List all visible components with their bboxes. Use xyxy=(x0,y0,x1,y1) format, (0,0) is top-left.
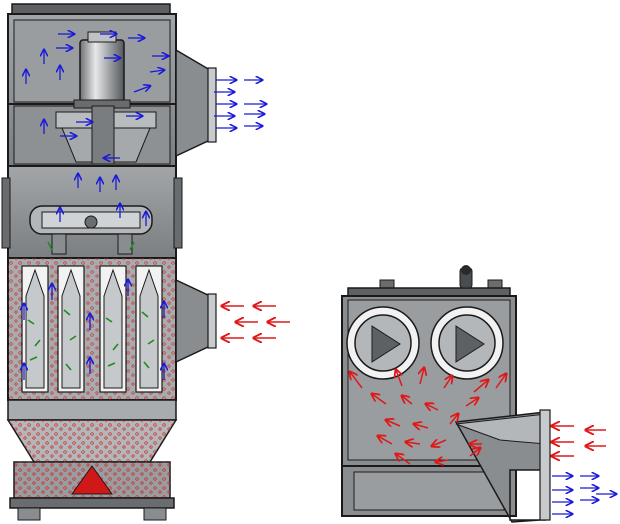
side-dirty-air-arrows xyxy=(350,368,506,464)
hopper-triangle-icon xyxy=(71,465,113,495)
side-duct xyxy=(454,409,551,523)
side-fan-wheels xyxy=(346,306,504,380)
top-cap xyxy=(11,3,171,15)
cartridge-filter-icon xyxy=(21,265,163,393)
front-section-view xyxy=(1,3,290,521)
cylinder-motor-icon xyxy=(79,39,125,105)
dirty-air-inlet-arrows xyxy=(222,306,290,338)
dust-hopper xyxy=(6,399,178,521)
pulse-cleaning-marks xyxy=(27,241,155,371)
inlet-duct-icon xyxy=(175,278,217,364)
side-inlet-arrows xyxy=(552,426,606,456)
outlet-duct-icon xyxy=(175,48,217,158)
motor xyxy=(73,31,131,109)
side-section-view xyxy=(341,265,616,523)
clean-air-arrows xyxy=(24,34,266,380)
side-clean-air-arrows xyxy=(552,476,616,514)
beacon-icon xyxy=(459,265,473,289)
